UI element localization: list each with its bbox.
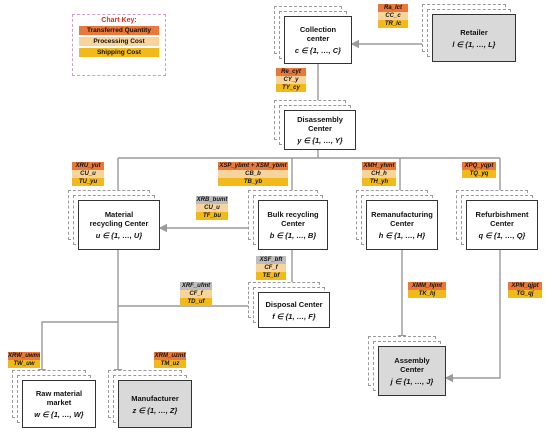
tag-to-material: XRU_yut CU_u TU_yu — [72, 162, 104, 186]
node-refurbishment-center[interactable]: Refurbishment Center q ∈ {1, …, Q} — [456, 190, 538, 250]
node-index: q ∈ {1, …, Q} — [478, 231, 526, 240]
node-collection-center[interactable]: Collection center c ∈ {1, …, C} — [274, 6, 352, 64]
node-manufacturer[interactable]: Manufacturer z ∈ {1, …, Z} — [108, 370, 192, 428]
node-index: z ∈ {1, …, Z} — [132, 405, 178, 415]
tag-to-reman: XMH_yhmt CH_h TH_yh — [362, 162, 396, 186]
tag-retailer-collection: Ra_lct CC_c TR_lc — [378, 4, 408, 28]
tag-bulk-material: XRB_bumt CU_u TF_bu — [196, 196, 228, 220]
node-disassembly-center[interactable]: Disassembly Center y ∈ {1, …, Y} — [274, 100, 356, 150]
node-name: Assembly Center — [394, 356, 430, 374]
node-index: f ∈ {1, …, F} — [272, 311, 316, 321]
node-name: Remanufacturing Center — [371, 210, 433, 228]
tag-to-raw-market: XRW_uwmt TW_uw — [8, 352, 40, 368]
key-processing-cost: Processing Cost — [79, 37, 159, 46]
node-remanufacturing-center[interactable]: Remanufacturing Center h ∈ {1, …, H} — [356, 190, 438, 250]
node-disposal-center[interactable]: Disposal Center f ∈ {1, …, F} — [248, 282, 330, 328]
node-name: Raw material market — [35, 389, 83, 407]
node-bulk-recycling-center[interactable]: Bulk recycling Center b ∈ {1, …, B} — [248, 190, 328, 250]
node-name: Bulk recycling Center — [267, 210, 319, 228]
node-name: Collection center — [299, 25, 337, 43]
arrow-refurb-to-assembly — [444, 250, 501, 383]
node-index: j ∈ {1, …, J} — [390, 377, 434, 386]
node-name: Material recycling Center — [89, 210, 149, 228]
tag-to-bulk: XSP_ybmt + XSM_ybmt CB_b TB_yb — [218, 162, 288, 186]
node-name: Retailer — [460, 27, 488, 37]
node-index: y ∈ {1, …, Y} — [297, 136, 343, 145]
tag-refurb-assembly: XPM_qjpt TG_qj — [508, 282, 542, 298]
node-index: w ∈ {1, …, W} — [34, 410, 84, 419]
node-name: Manufacturer — [131, 393, 179, 403]
tag-to-refurb: XPQ_yqpt TQ_yq — [462, 162, 496, 178]
node-index: l ∈ {1, …, L} — [452, 39, 496, 49]
tag-collection-disassembly: Re_cyt CY_y TY_cy — [276, 68, 306, 92]
tag-bulk-disposal: XSF_bft CF_f TE_bf — [256, 256, 286, 280]
node-index: h ∈ {1, …, H} — [378, 231, 426, 240]
chart-key: Chart Key: Transferred Quantity Processi… — [72, 14, 166, 76]
node-index: c ∈ {1, …, C} — [294, 46, 342, 55]
key-shipping-cost: Shipping Cost — [79, 48, 159, 57]
node-index: u ∈ {1, …, U} — [95, 231, 143, 240]
key-transferred-quantity: Transferred Quantity — [79, 26, 159, 35]
node-name: Disposal Center — [265, 299, 323, 309]
node-assembly-center[interactable]: Assembly Center j ∈ {1, …, J} — [368, 336, 446, 396]
node-material-recycling-center[interactable]: Material recycling Center u ∈ {1, …, U} — [68, 190, 160, 250]
tag-to-manufacturer: XRM_uzmt TM_uz — [154, 352, 186, 368]
node-name: Refurbishment Center — [475, 210, 529, 228]
tag-material-disposal: XRF_ufmt CF_f TD_uf — [180, 282, 212, 306]
chart-key-title: Chart Key: — [101, 17, 137, 24]
node-retailer[interactable]: Retailer l ∈ {1, …, L} — [422, 4, 516, 62]
arrow-material-to-markets — [37, 306, 119, 378]
tag-reman-assembly: XMM_hjmt TK_hj — [408, 282, 446, 298]
node-index: b ∈ {1, …, B} — [269, 231, 317, 240]
node-raw-material-market[interactable]: Raw material market w ∈ {1, …, W} — [12, 370, 96, 428]
node-name: Disassembly Center — [297, 115, 343, 133]
